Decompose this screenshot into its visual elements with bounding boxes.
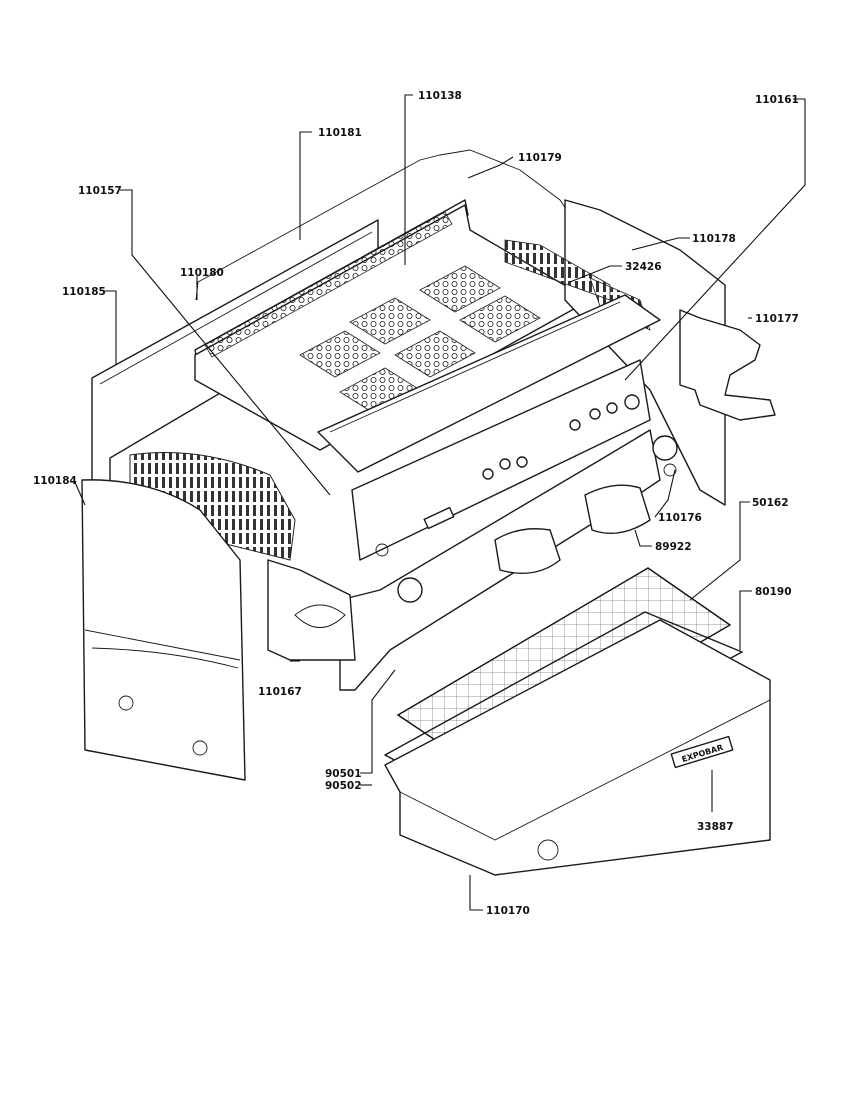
callout-80190: 80190 bbox=[755, 586, 792, 598]
steam-knob-left bbox=[397, 577, 423, 603]
perforation-patch-1 bbox=[349, 297, 431, 345]
top-cover bbox=[317, 294, 661, 473]
callout-110185: 110185 bbox=[62, 286, 106, 298]
callout-110179: 110179 bbox=[518, 152, 562, 164]
tray-perforation bbox=[204, 211, 453, 358]
left-vent-grille bbox=[129, 452, 296, 561]
perforation-patch-2 bbox=[419, 265, 501, 313]
callout-110138: 110138 bbox=[418, 90, 462, 102]
side-knob-panel bbox=[267, 559, 356, 661]
callout-32426: 32426 bbox=[625, 261, 662, 273]
control-button-1 bbox=[482, 468, 494, 480]
callout-110177: 110177 bbox=[755, 313, 799, 325]
callout-110170: 110170 bbox=[486, 905, 530, 917]
control-button-6 bbox=[606, 402, 618, 414]
group-collar-right bbox=[584, 484, 651, 534]
callout-110184: 110184 bbox=[33, 475, 77, 487]
callout-110178: 110178 bbox=[692, 233, 736, 245]
display-slot bbox=[423, 506, 455, 530]
front-side-panel bbox=[81, 479, 246, 781]
perforation-patch-3 bbox=[299, 330, 381, 378]
callout-90501: 90501 bbox=[325, 768, 362, 780]
callout-labels: 110138 110181 110161 110179 110157 11017… bbox=[33, 90, 799, 917]
callout-110161: 110161 bbox=[755, 94, 799, 106]
callout-110176: 110176 bbox=[658, 512, 702, 524]
perforation-patch-4 bbox=[394, 330, 476, 378]
machine-body: EXPOBAR bbox=[81, 149, 776, 876]
control-button-5 bbox=[589, 408, 601, 420]
side-bracket bbox=[679, 309, 776, 421]
control-button-2 bbox=[499, 458, 511, 470]
callout-110157: 110157 bbox=[78, 185, 122, 197]
callout-110180: 110180 bbox=[180, 267, 224, 279]
control-button-4 bbox=[569, 419, 581, 431]
callout-110167: 110167 bbox=[258, 686, 302, 698]
callout-50162: 50162 bbox=[752, 497, 789, 509]
leader-lines bbox=[73, 94, 806, 911]
steam-knob bbox=[652, 435, 678, 461]
perforation-patch-5 bbox=[459, 295, 541, 343]
callout-90502: 90502 bbox=[325, 780, 362, 792]
callout-89922: 89922 bbox=[655, 541, 692, 553]
group-collar-left bbox=[494, 528, 561, 575]
callout-110181: 110181 bbox=[318, 127, 362, 139]
control-button-3 bbox=[516, 456, 528, 468]
callout-33887: 33887 bbox=[697, 821, 734, 833]
pressure-gauge bbox=[624, 394, 640, 410]
drip-tray bbox=[384, 619, 771, 876]
